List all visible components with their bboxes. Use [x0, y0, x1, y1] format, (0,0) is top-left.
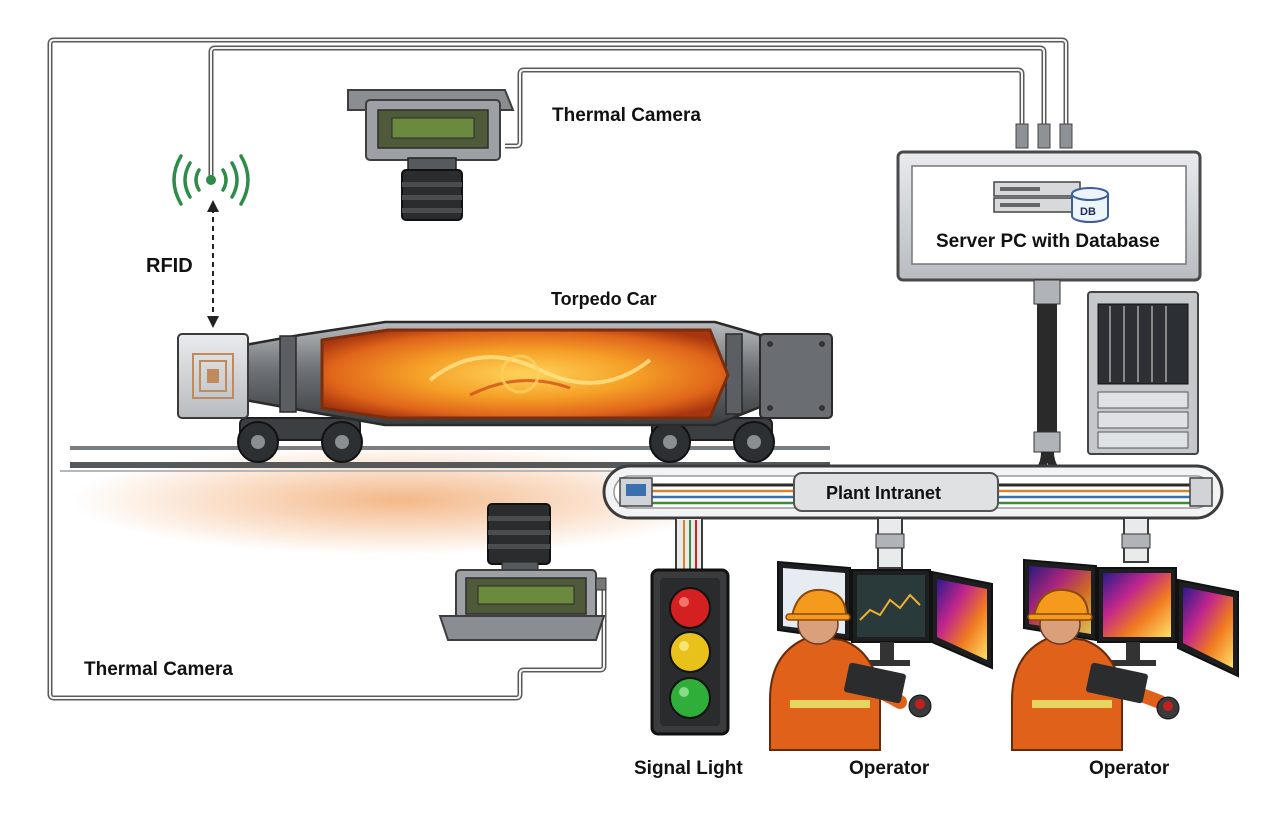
thermal-camera-bottom	[438, 503, 607, 641]
cable-outer-loop	[47, 37, 1069, 701]
keyboard-1	[844, 662, 906, 704]
server-network-connectors	[1015, 123, 1073, 149]
server-trunk-cable	[1009, 279, 1091, 488]
operator-1-label: Operator	[849, 758, 930, 779]
signal-red-lamp	[669, 587, 711, 629]
cable-top-camera	[505, 67, 1025, 149]
thermal-camera-top-label: Thermal Camera	[552, 105, 701, 126]
server-pc-with-database: DB	[896, 150, 1202, 282]
db-badge: DB	[1080, 206, 1096, 218]
rfid-link-arrow	[207, 200, 219, 328]
intranet-drop-operator-1	[875, 517, 905, 569]
intranet-drop-operator-2	[1121, 517, 1151, 563]
torpedo-car	[177, 320, 833, 463]
rfid-antenna-icon	[172, 154, 250, 206]
cable-rfid	[208, 45, 1047, 180]
database-icon: DB	[1071, 187, 1109, 223]
thermal-camera-bottom-label: Thermal Camera	[84, 659, 233, 680]
intranet-drop-signal	[675, 517, 703, 572]
signal-light-label: Signal Light	[634, 758, 743, 779]
signal-light	[650, 568, 730, 736]
rfid-tag-plate	[177, 333, 249, 419]
wheel-bogie-left	[237, 417, 363, 463]
rfid-label: RFID	[146, 255, 193, 277]
molten-iron-window	[320, 328, 730, 420]
plant-intranet-label: Plant Intranet	[826, 483, 941, 503]
signal-yellow-lamp	[669, 631, 711, 673]
operator-workstation-1	[769, 560, 993, 751]
operator-2-label: Operator	[1089, 758, 1170, 779]
signal-green-lamp	[669, 677, 711, 719]
torpedo-car-label: Torpedo Car	[551, 289, 657, 309]
rail-track	[60, 445, 830, 555]
thermal-camera-top	[347, 89, 515, 221]
operator-workstation-2	[1011, 558, 1239, 751]
rack-server-tower	[1087, 291, 1199, 455]
plant-intranet-bus	[602, 464, 1224, 520]
keyboard-2	[1086, 662, 1148, 704]
server-label: Server PC with Database	[936, 231, 1160, 252]
